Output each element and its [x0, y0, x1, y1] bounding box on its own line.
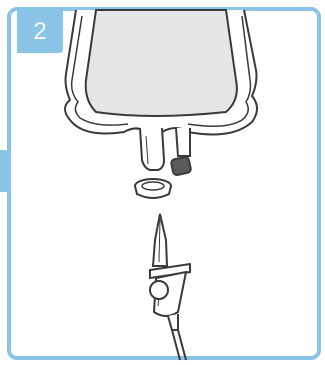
- drip-chamber-icon: [150, 264, 190, 330]
- port-cap-icon: [171, 128, 192, 176]
- step-number: 2: [33, 18, 46, 46]
- tubing-icon: [172, 330, 186, 360]
- bag-port-icon: [135, 128, 171, 198]
- spike-icon: [153, 214, 167, 266]
- iv-bag-icon: [65, 10, 257, 134]
- step-number-badge: 2: [17, 11, 63, 53]
